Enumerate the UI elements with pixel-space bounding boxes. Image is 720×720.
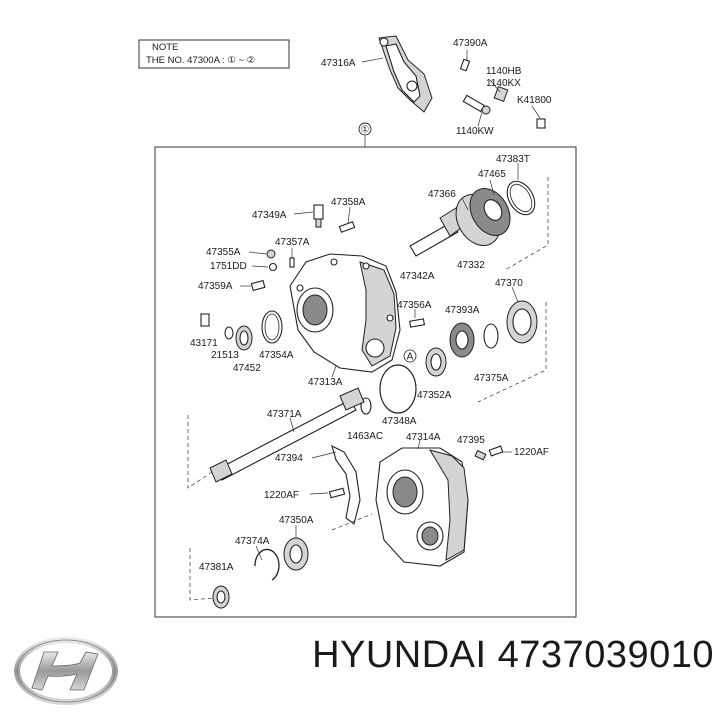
shield-47394 xyxy=(331,444,361,525)
sensor-47349A xyxy=(313,204,324,228)
shaft-47371A xyxy=(209,387,365,483)
label-47374A: 47374A xyxy=(235,536,270,547)
label-47356A: 47356A xyxy=(397,300,432,311)
plug-47355A xyxy=(266,249,276,259)
part-number: 4737039010 xyxy=(497,634,714,676)
label-47349A: 47349A xyxy=(252,210,287,221)
assembly-callout: ① xyxy=(361,125,370,136)
label-1140HB: 1140HB xyxy=(486,66,522,77)
clip-K41800 xyxy=(536,118,546,129)
ring-47354A xyxy=(261,310,283,344)
label-47358A: 47358A xyxy=(331,197,366,208)
label-47332: 47332 xyxy=(457,260,485,271)
bolt-1140KW xyxy=(462,94,491,115)
label-47366: 47366 xyxy=(428,189,456,200)
bearing-47370 xyxy=(506,300,538,344)
bolt-47359A xyxy=(250,279,266,292)
label-47371A: 47371A xyxy=(267,409,302,420)
bolt-1220AF-left xyxy=(328,487,346,499)
label-1140KX: 1140KX xyxy=(486,78,521,89)
brand-name: HYUNDAI xyxy=(312,634,487,676)
gear-47393A xyxy=(449,322,475,358)
label-47313A: 47313A xyxy=(308,377,343,388)
label-21513: 21513 xyxy=(211,350,239,361)
snapring-47374A xyxy=(254,548,280,581)
label-47348A: 47348A xyxy=(382,416,417,427)
label-47452: 47452 xyxy=(233,363,261,374)
label-47395: 47395 xyxy=(457,435,485,446)
label-47370: 47370 xyxy=(495,278,523,289)
bolt-47390A xyxy=(459,58,471,72)
label-47354A: 47354A xyxy=(259,350,294,361)
label-47465: 47465 xyxy=(478,169,506,180)
assembly-callout-circle xyxy=(358,122,372,136)
label-47359A: 47359A xyxy=(198,281,233,292)
label-47393A: 47393A xyxy=(445,305,480,316)
nut-1140HB xyxy=(489,79,509,102)
pin-47357A xyxy=(289,257,295,268)
ring-47383T xyxy=(506,180,536,216)
bracket-47395 xyxy=(474,449,487,461)
label-47390A: 47390A xyxy=(453,38,488,49)
label-43171: 43171 xyxy=(190,338,218,349)
label-47352A: 47352A xyxy=(417,390,452,401)
bolt-47356A xyxy=(408,318,426,328)
oring-21513 xyxy=(224,326,234,340)
note-title: NOTE xyxy=(152,42,178,53)
hyundai-logo-icon xyxy=(14,637,118,705)
label-47314A: 47314A xyxy=(406,432,441,443)
label-47383T: 47383T xyxy=(496,154,530,165)
label-47350A: 47350A xyxy=(279,515,314,526)
label-47381A: 47381A xyxy=(199,562,234,573)
cover-47314A xyxy=(375,447,469,567)
gasket-47348A xyxy=(379,364,417,414)
label-1220AF-left: 1220AF xyxy=(264,490,299,501)
label-47394: 47394 xyxy=(275,453,303,464)
label-1463AC: 1463AC xyxy=(347,431,383,442)
ring-47375A xyxy=(483,323,499,349)
label-47355A: 47355A xyxy=(206,247,241,258)
label-1140KW: 1140KW xyxy=(456,126,494,137)
bracket-47316A xyxy=(378,35,433,113)
note-box: NOTE THE NO. 47300A : ① ~ ② xyxy=(138,39,290,69)
bolt-47358A xyxy=(338,221,356,233)
seal-47452 xyxy=(235,325,253,351)
label-47357A: 47357A xyxy=(275,237,310,248)
seal-47350A xyxy=(283,537,309,571)
marker-A: A xyxy=(403,349,417,363)
case-47313A xyxy=(289,253,401,373)
seal-47352A xyxy=(425,347,447,377)
label-47316A: 47316A xyxy=(321,58,356,69)
label-K41800: K41800 xyxy=(517,95,552,106)
bolt-43171 xyxy=(200,313,210,327)
assembly-frame xyxy=(154,146,577,618)
label-47375A: 47375A xyxy=(474,373,509,384)
seal-47381A xyxy=(212,585,230,609)
washer-1751DD xyxy=(268,262,278,272)
note-line: THE NO. 47300A : ① ~ ② xyxy=(146,55,256,66)
marker-A-text: A xyxy=(407,352,414,363)
label-47342A: 47342A xyxy=(400,271,435,282)
brand-title: HYUNDAI 4737039010 xyxy=(312,634,714,677)
bolt-1220AF-right xyxy=(488,445,504,457)
label-1220AF-right: 1220AF xyxy=(514,447,549,458)
label-1751DD: 1751DD xyxy=(210,261,247,272)
